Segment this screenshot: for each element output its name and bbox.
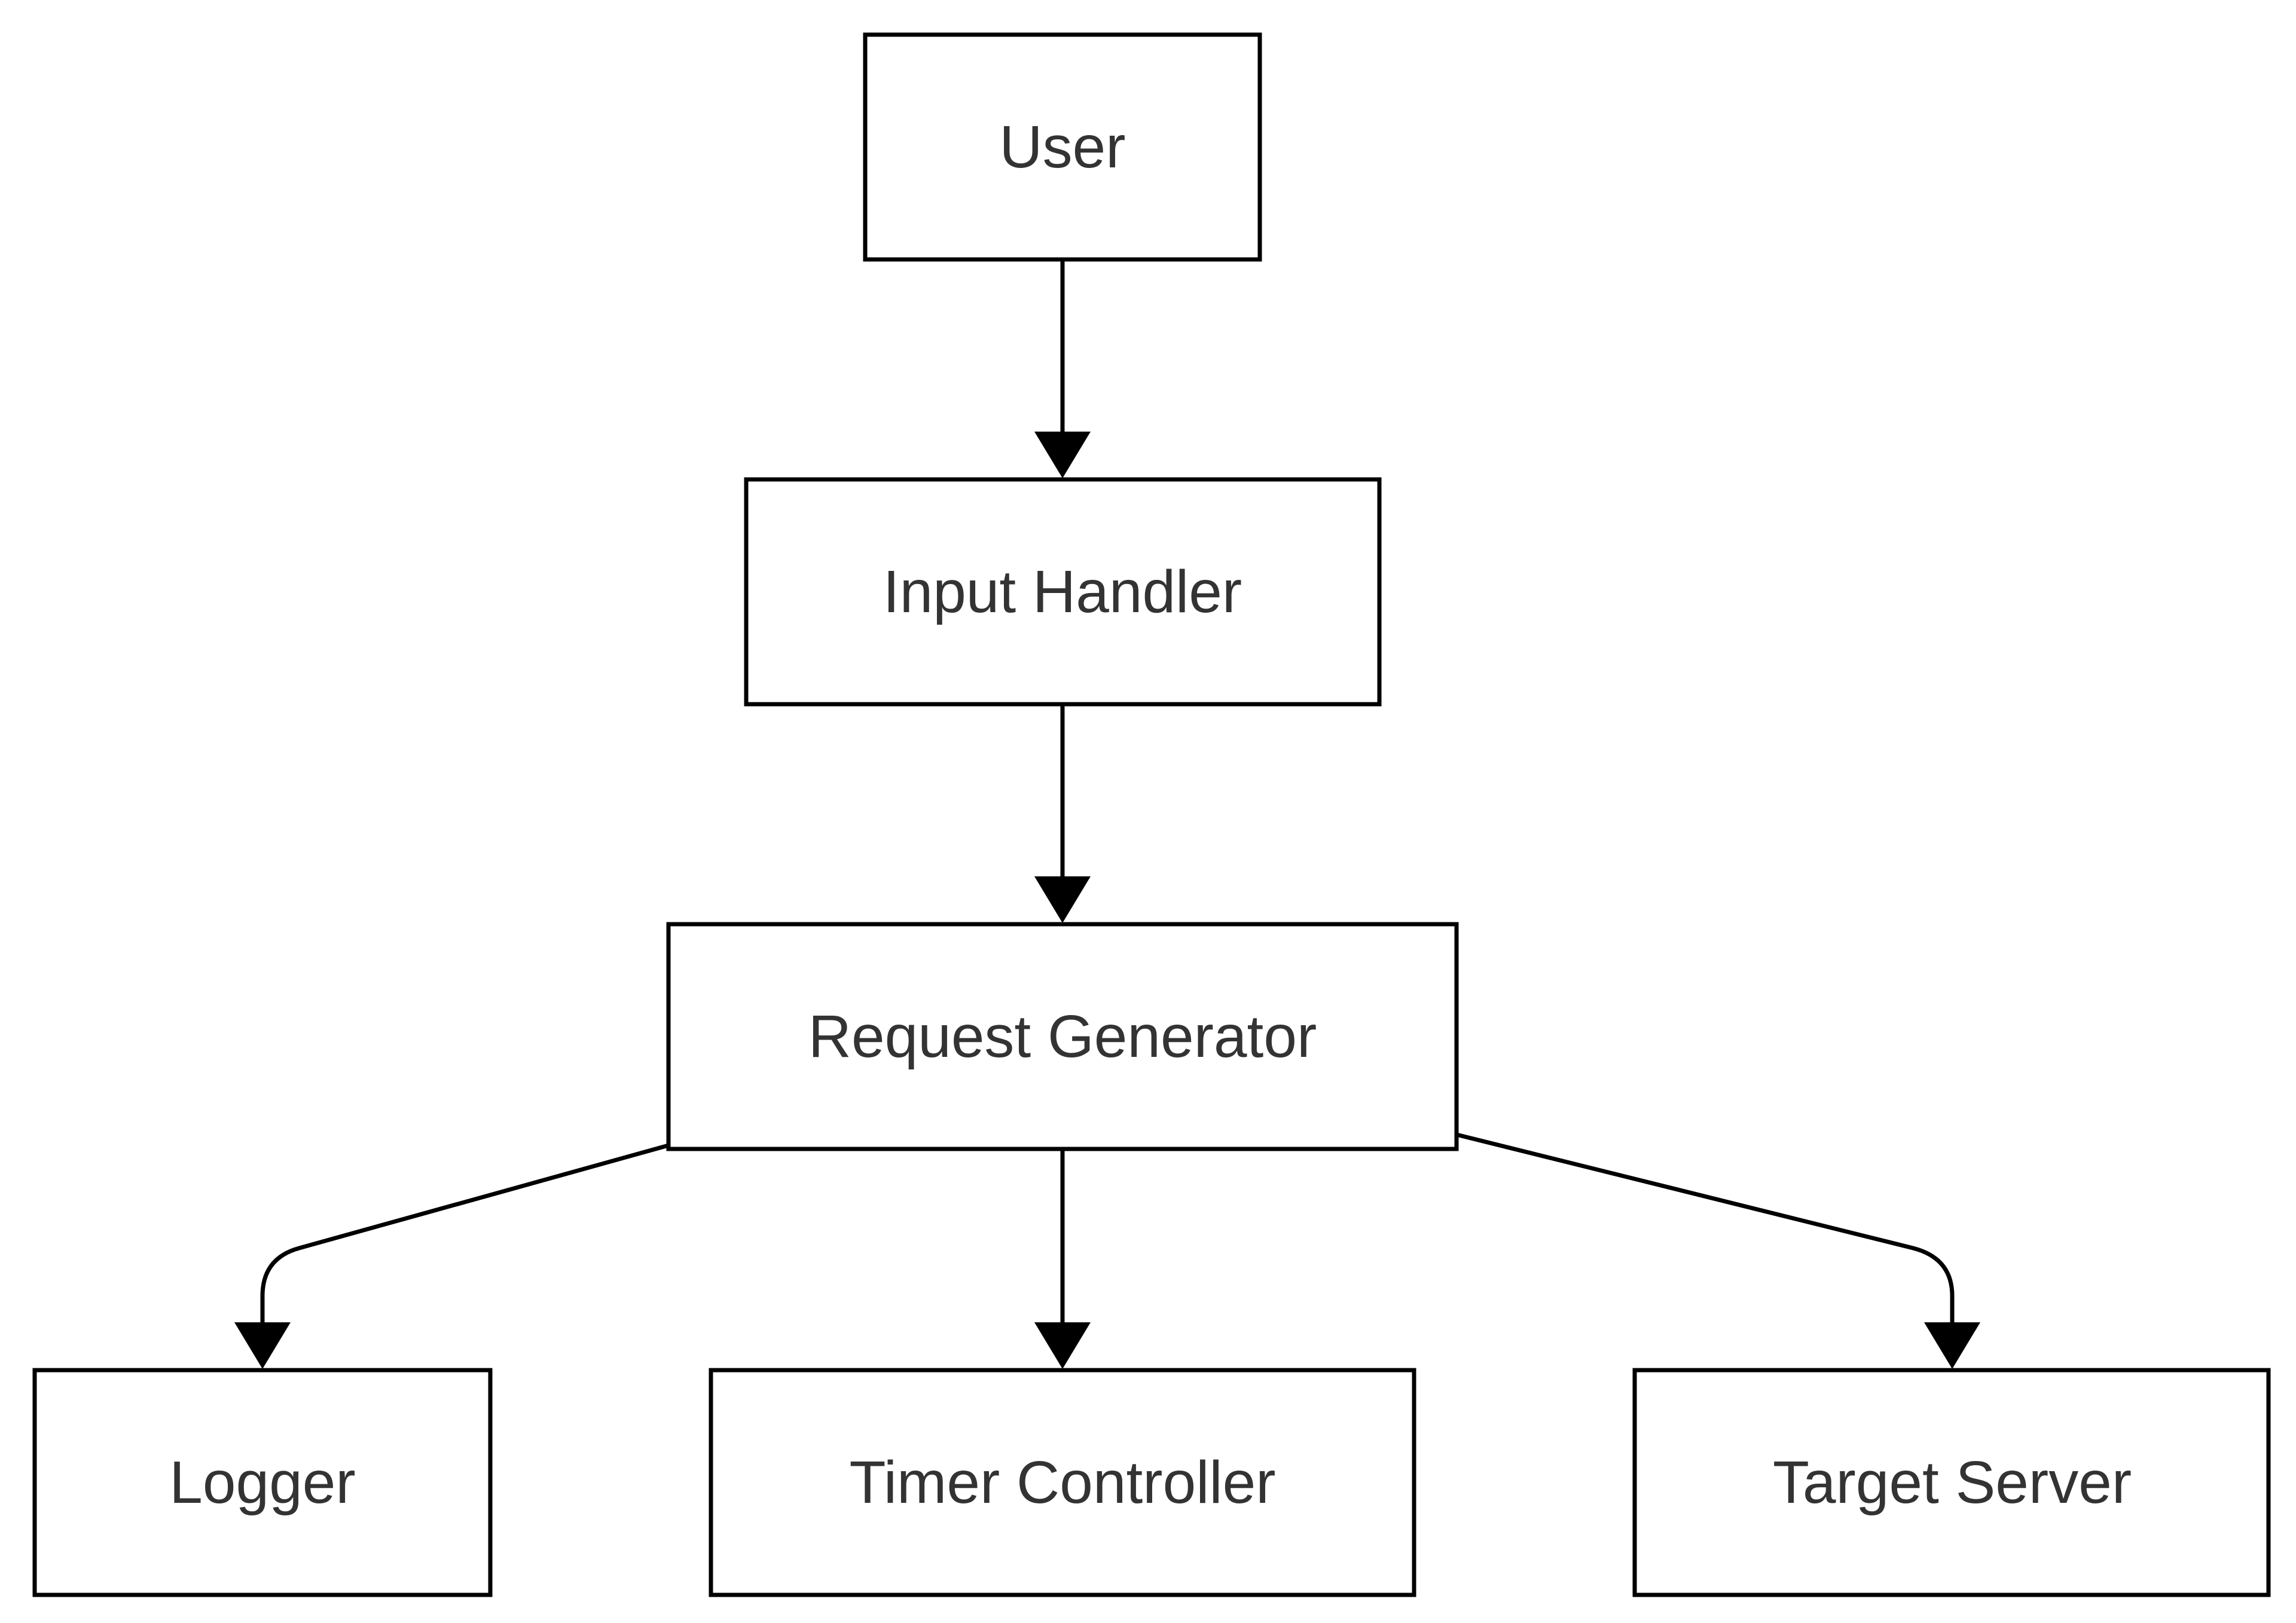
arrowhead-icon: [1924, 1322, 1980, 1369]
node-logger[interactable]: Logger: [32, 1368, 493, 1597]
arrowhead-icon: [234, 1322, 291, 1369]
node-timer-controller-label: Timer Controller: [849, 1449, 1275, 1516]
arrowhead-icon: [1034, 876, 1091, 923]
node-target-server[interactable]: Target Server: [1632, 1368, 2271, 1597]
node-user-label: User: [999, 114, 1125, 181]
node-request-generator-label: Request Generator: [808, 1003, 1317, 1070]
edge-user-to-input-handler: [1034, 259, 1091, 478]
arrowhead-icon: [1034, 1322, 1091, 1369]
node-request-generator[interactable]: Request Generator: [666, 922, 1459, 1151]
node-timer-controller[interactable]: Timer Controller: [709, 1368, 1416, 1597]
edge-request-generator-to-logger: [234, 1143, 669, 1369]
arrowhead-icon: [1034, 432, 1091, 478]
edge-request-generator-to-target-server: [1456, 1132, 1980, 1369]
node-user[interactable]: User: [863, 32, 1262, 262]
node-logger-label: Logger: [169, 1449, 355, 1516]
node-input-handler-label: Input Handler: [883, 558, 1242, 625]
edge-input-handler-to-request-generator: [1034, 704, 1091, 923]
edge-request-generator-to-timer-controller: [1034, 1149, 1091, 1369]
node-target-server-label: Target Server: [1773, 1449, 2132, 1516]
node-input-handler[interactable]: Input Handler: [744, 477, 1382, 707]
